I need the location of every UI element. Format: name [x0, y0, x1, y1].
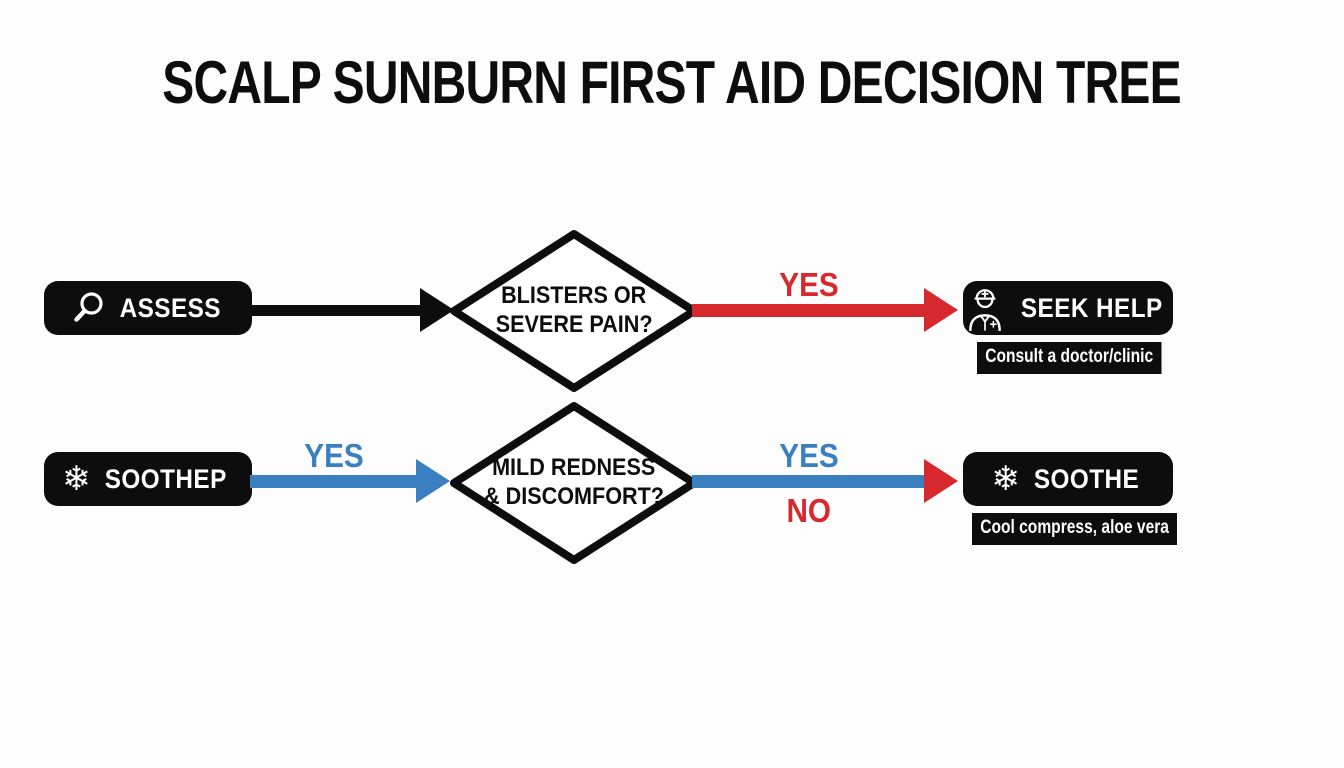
node-seek-help: SEEK HELP	[963, 281, 1173, 335]
decision-text: MILD REDNESS & DISCOMFORT?	[449, 401, 699, 565]
arrow-head	[924, 459, 958, 503]
yes-label: YES	[779, 437, 839, 474]
arrow-shaft	[250, 475, 418, 488]
snowflake-icon: ❄	[991, 459, 1020, 499]
arrow-head	[420, 288, 454, 332]
decision-line-1: BLISTERS OR	[501, 282, 647, 310]
arrow-shaft	[250, 305, 422, 316]
node-assess: ASSESS	[44, 281, 252, 335]
yes-label: YES	[304, 437, 364, 474]
decision-line-2: & DISCOMFORT?	[483, 483, 664, 510]
doctor-icon	[965, 285, 1005, 331]
diamond-shape	[450, 230, 698, 392]
sublabel-soothe: Cool compress, aloe vera	[972, 513, 1178, 545]
arrow-shaft	[692, 304, 924, 317]
decision-mild-redness: MILD REDNESS & DISCOMFORT?	[449, 401, 699, 565]
node-label: SOOTHEP	[105, 463, 228, 494]
node-label: SEEK HELP	[1021, 292, 1163, 323]
diamond-shape	[450, 402, 698, 564]
decision-text: BLISTERS OR SEVERE PAIN?	[449, 229, 699, 393]
node-soothe: ❄ SOOTHE	[963, 452, 1173, 506]
arrow-head	[924, 288, 958, 332]
page-title: SCALP SUNBURN FIRST AID DECISION TREE	[162, 49, 1182, 116]
arrow-head	[416, 459, 450, 503]
no-label: NO	[786, 492, 832, 529]
decision-line-1: MILD REDNESS	[492, 454, 656, 482]
decision-blisters: BLISTERS OR SEVERE PAIN?	[449, 229, 699, 393]
magnifier-icon	[70, 290, 106, 326]
node-label: ASSESS	[119, 292, 221, 323]
decision-line-2: SEVERE PAIN?	[495, 311, 653, 338]
page-title-wrap: SCALP SUNBURN FIRST AID DECISION TREE	[0, 48, 1344, 117]
snowflake-icon: ❄	[61, 459, 91, 499]
node-label: SOOTHE	[1033, 463, 1139, 494]
arrow-shaft	[692, 475, 924, 488]
node-soothep: ❄ SOOTHEP	[44, 452, 252, 506]
sublabel-seek-help: Consult a doctor/clinic	[977, 342, 1162, 374]
yes-label: YES	[779, 266, 839, 303]
